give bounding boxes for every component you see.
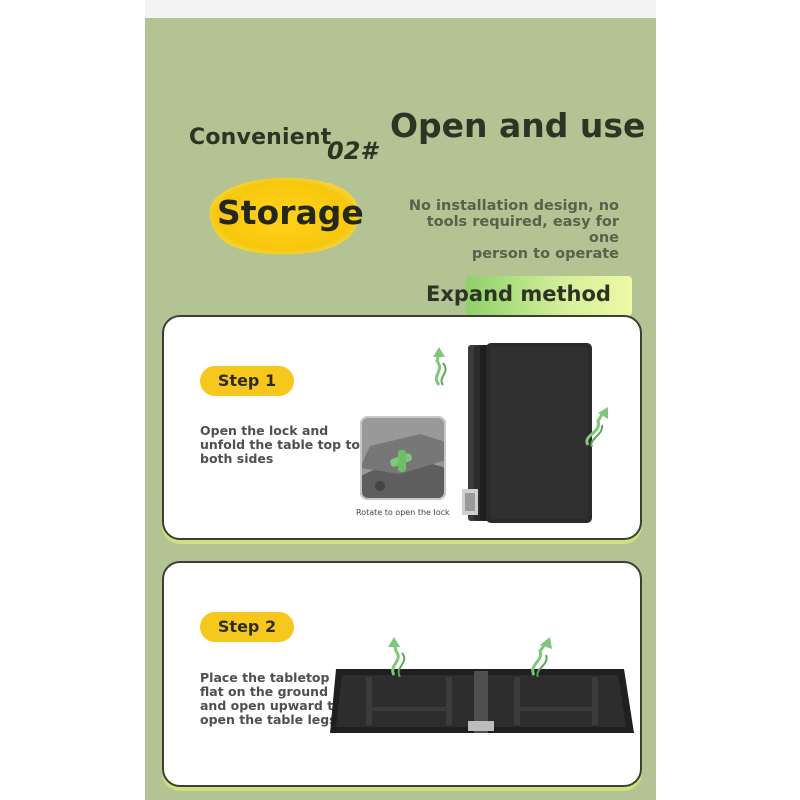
step-2-description: Place the tabletop flat on the ground an… xyxy=(200,671,342,727)
convenient-heading: Convenient xyxy=(189,125,332,150)
lock-detail-frame xyxy=(360,416,446,500)
description-line: tools required, easy for one xyxy=(426,214,619,246)
description-line: No installation design, no xyxy=(408,198,619,214)
folded-table-image xyxy=(462,343,592,523)
step-2-badge: Step 2 xyxy=(200,612,294,642)
storage-highlight-blob xyxy=(209,177,359,255)
up-arrow-icon xyxy=(433,347,447,386)
lock-icon xyxy=(398,450,406,472)
step-2-description-line: Place the tabletop xyxy=(200,670,330,685)
up-arrow-icon xyxy=(388,637,406,677)
up-arrow-icon xyxy=(531,637,552,677)
up-arrow-icon xyxy=(585,407,608,447)
step-1-description-line: both sides xyxy=(200,451,274,466)
lock-caption: Rotate to open the lock xyxy=(356,508,450,517)
step-1-description-line: unfold the table top to xyxy=(200,437,361,452)
step-2-description-line: flat on the ground xyxy=(200,684,329,699)
open-and-use-heading: Open and use xyxy=(390,106,646,145)
step-1-badge: Step 1 xyxy=(200,366,294,396)
expand-method-highlight xyxy=(466,276,632,316)
expand-method-heading: Expand method xyxy=(426,282,611,306)
section-number: 02# xyxy=(327,137,378,165)
lock-detail-image xyxy=(360,416,446,500)
step-1-description: Open the lock and unfold the table top t… xyxy=(200,424,360,466)
description-line: person to operate xyxy=(471,246,619,262)
step-2-description-line: and open upward to xyxy=(200,698,342,713)
unfolded-table-image xyxy=(330,669,634,733)
step-2-description-line: open the table legs xyxy=(200,712,337,727)
step-2-card: Step 2 Place the tabletop flat on the gr… xyxy=(162,561,642,787)
top-bar xyxy=(145,0,656,18)
header-description: No installation design, no tools require… xyxy=(400,198,619,262)
step-1-card: Step 1 Open the lock and unfold the tabl… xyxy=(162,315,642,540)
storage-label: Storage xyxy=(217,193,364,232)
step-1-description-line: Open the lock and xyxy=(200,423,329,438)
